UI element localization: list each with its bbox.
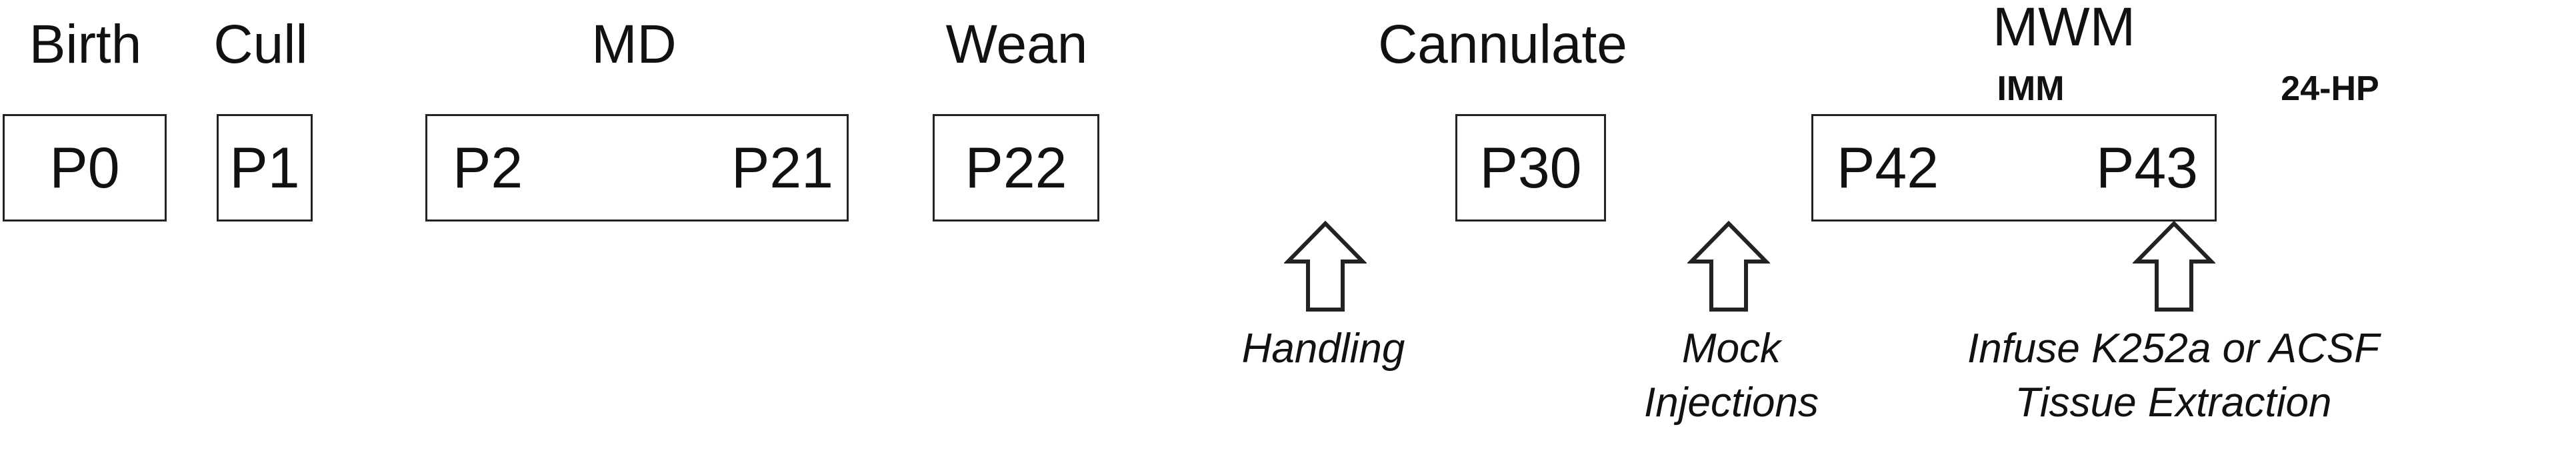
box-p30: P30 — [1455, 114, 1606, 221]
box-p22: P22 — [933, 114, 1099, 221]
stage-label-birth: Birth — [29, 14, 142, 75]
day-p2: P2 — [453, 135, 523, 200]
stage-label-cannulate: Cannulate — [1378, 14, 1627, 75]
up-arrow-icon-infuse — [2133, 220, 2215, 312]
day-p42: P42 — [1837, 135, 1939, 200]
stage-label-mwm: MWM — [1992, 0, 2136, 57]
annotation-infuse-line2: Tissue Extraction — [2015, 379, 2332, 426]
annotation-handling: Handling — [1242, 322, 1405, 376]
day-p21: P21 — [731, 135, 833, 200]
annotation-handling-line1: Handling — [1241, 326, 1405, 372]
annotation-infuse: Infuse K252a or ACSF Tissue Extraction — [1967, 322, 2379, 430]
mwm-sublabel-imm: IMM — [1997, 69, 2065, 108]
box-mwm: P42 P43 — [1811, 114, 2217, 221]
day-p43: P43 — [2095, 135, 2198, 200]
day-p30: P30 — [1479, 135, 1582, 200]
day-p1: P1 — [229, 135, 300, 200]
stage-label-cull: Cull — [213, 14, 308, 75]
day-p22: P22 — [965, 135, 1067, 200]
up-arrow-icon-handling — [1284, 220, 1367, 312]
up-arrow-icon-mock — [1687, 220, 1770, 312]
annotation-infuse-line1: Infuse K252a or ACSF — [1967, 326, 2380, 372]
box-p0: P0 — [3, 114, 167, 221]
box-md: P2 P21 — [425, 114, 849, 221]
stage-label-wean: Wean — [945, 14, 1088, 75]
annotation-mock-line2: Injections — [1644, 379, 1819, 426]
mwm-sublabel-24hp: 24-HP — [2281, 69, 2379, 108]
annotation-mock: Mock Injections — [1644, 322, 1819, 430]
box-p1: P1 — [217, 114, 313, 221]
stage-label-md: MD — [591, 14, 677, 75]
day-p0: P0 — [49, 135, 120, 200]
annotation-mock-line1: Mock — [1681, 326, 1781, 372]
